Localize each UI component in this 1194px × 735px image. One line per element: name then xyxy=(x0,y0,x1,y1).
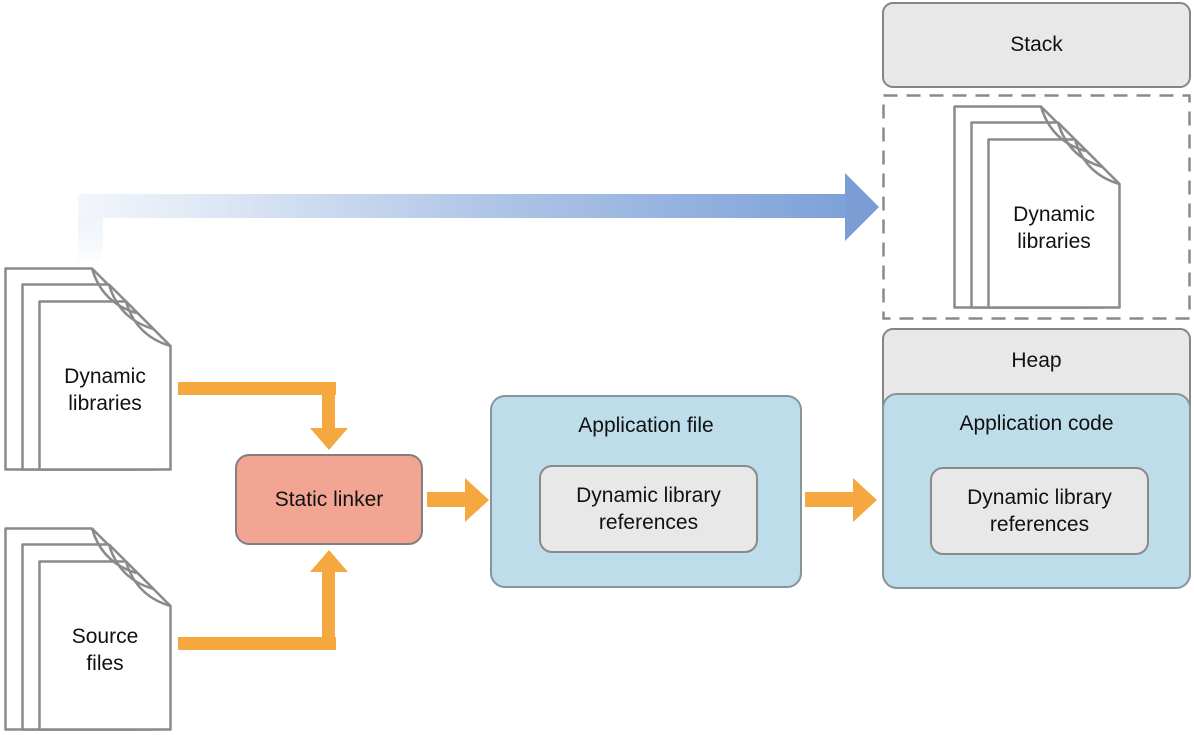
arrow-appfile-to-heap-head xyxy=(853,478,877,522)
arrow-dynlibs-to-linker-elbow xyxy=(322,390,335,428)
dynamic-libraries-label: Dynamic libraries xyxy=(38,307,172,473)
stack-label: Stack xyxy=(1010,33,1063,56)
loaded-dynamic-libraries-label: Dynamic libraries xyxy=(987,145,1121,311)
arrow-appfile-to-heap-shaft xyxy=(805,492,855,507)
application-file-title: Application file xyxy=(578,414,714,437)
blue-gradient-arrow-shaft xyxy=(78,194,845,218)
source-files-file-stack-icon: Source files xyxy=(4,527,172,731)
heap-label: Heap xyxy=(1011,349,1062,372)
dynamic-libraries-file-stack-icon: Dynamic libraries xyxy=(4,267,172,471)
arrow-linker-to-appfile-shaft xyxy=(427,492,467,507)
dynamic-library-references-box: Dynamic library references xyxy=(539,465,758,553)
loaded-dynamic-libraries-file-stack-icon: Dynamic libraries xyxy=(953,105,1121,309)
label-line: Dynamic xyxy=(64,365,146,388)
label-line: Dynamic xyxy=(1013,203,1095,226)
ref-line: references xyxy=(598,511,699,534)
ref-line: references xyxy=(989,513,1090,536)
source-files-label: Source files xyxy=(38,567,172,733)
arrow-dynlibs-to-linker-head xyxy=(310,428,348,450)
blue-gradient-arrow-head xyxy=(845,173,879,241)
arrow-dynlibs-to-linker-shaft xyxy=(178,382,336,395)
label-line: libraries xyxy=(1017,230,1091,253)
file-stack-icon xyxy=(4,267,172,471)
label-line: Source xyxy=(71,625,139,648)
file-stack-icon xyxy=(953,105,1121,309)
application-code-box: Application code Dynamic library referen… xyxy=(882,393,1191,589)
ref-line: Dynamic library xyxy=(576,484,721,507)
ref-line: Dynamic library xyxy=(967,486,1112,509)
stack-region-box: Stack xyxy=(882,2,1191,88)
static-linker-label: Static linker xyxy=(274,487,384,511)
dynamic-library-references-box: Dynamic library references xyxy=(930,467,1149,555)
label-line: libraries xyxy=(68,392,142,415)
arrow-sources-to-linker-head xyxy=(310,550,348,572)
file-stack-icon xyxy=(4,527,172,731)
label-line: files xyxy=(86,652,124,675)
arrow-linker-to-appfile-head xyxy=(465,478,489,522)
application-code-title: Application code xyxy=(959,412,1114,435)
loaded-libraries-region: Dynamic libraries xyxy=(882,94,1191,320)
static-linker-box: Static linker xyxy=(235,454,423,545)
arrow-sources-to-linker-shaft xyxy=(178,637,336,650)
arrow-sources-to-linker-elbow xyxy=(322,572,335,642)
application-file-box: Application file Dynamic library referen… xyxy=(490,395,802,588)
